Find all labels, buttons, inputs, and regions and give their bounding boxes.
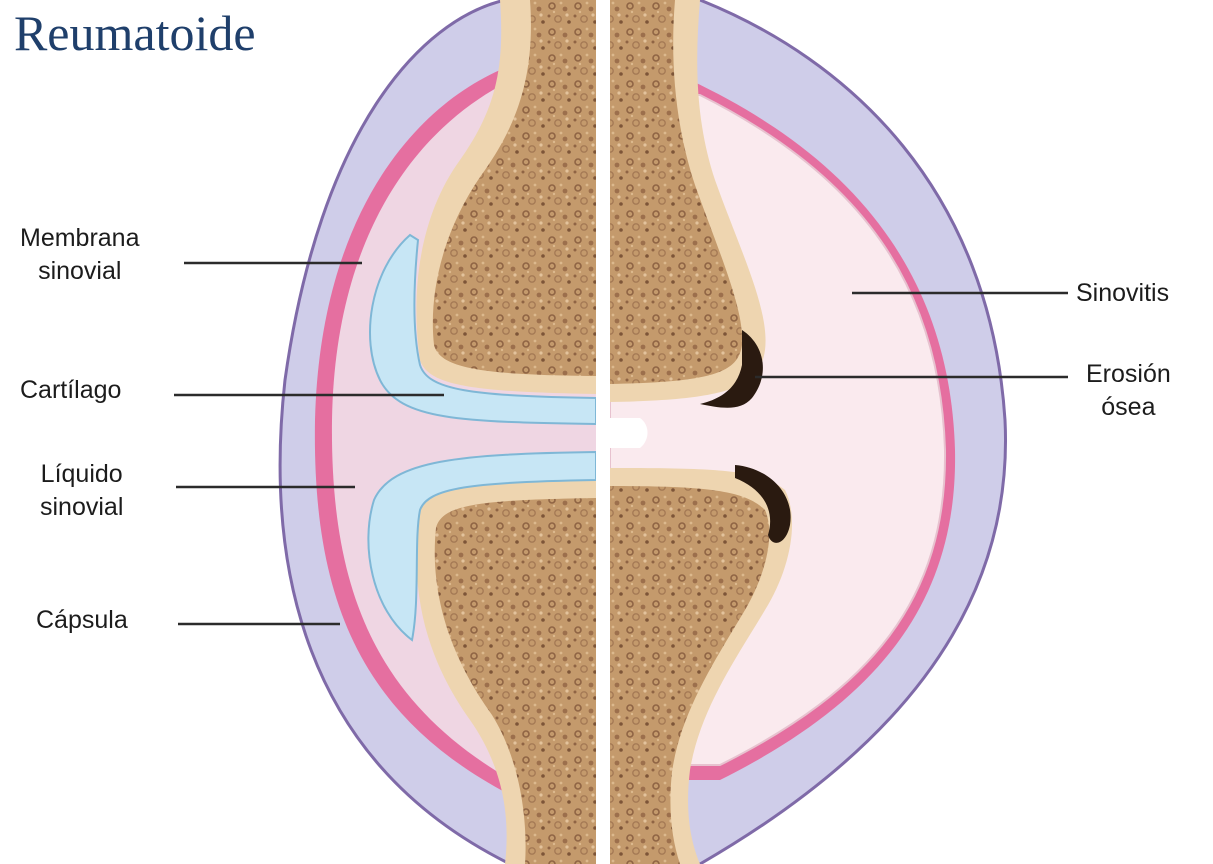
erosion-line-2: ósea bbox=[1086, 391, 1171, 424]
membrana-line-2: sinovial bbox=[20, 255, 140, 288]
cartilago-text: Cartílago bbox=[20, 374, 121, 407]
label-erosion-osea: Erosión ósea bbox=[1086, 358, 1171, 424]
capsula-text: Cápsula bbox=[36, 604, 128, 637]
center-divider bbox=[596, 0, 610, 864]
sinovitis-text: Sinovitis bbox=[1076, 277, 1169, 310]
liquido-line-1: Líquido bbox=[40, 458, 123, 491]
liquido-line-2: sinovial bbox=[40, 491, 123, 524]
label-membrana-sinovial: Membrana sinovial bbox=[20, 222, 140, 288]
label-sinovitis: Sinovitis bbox=[1076, 277, 1169, 310]
label-cartilago: Cartílago bbox=[20, 374, 121, 407]
erosion-line-1: Erosión bbox=[1086, 358, 1171, 391]
label-liquido-sinovial: Líquido sinovial bbox=[40, 458, 123, 524]
label-capsula: Cápsula bbox=[36, 604, 128, 637]
normal-joint-half bbox=[280, 0, 596, 864]
membrana-line-1: Membrana bbox=[20, 222, 140, 255]
joint-space-gap bbox=[610, 418, 648, 448]
rheumatoid-joint-half bbox=[610, 0, 1006, 864]
